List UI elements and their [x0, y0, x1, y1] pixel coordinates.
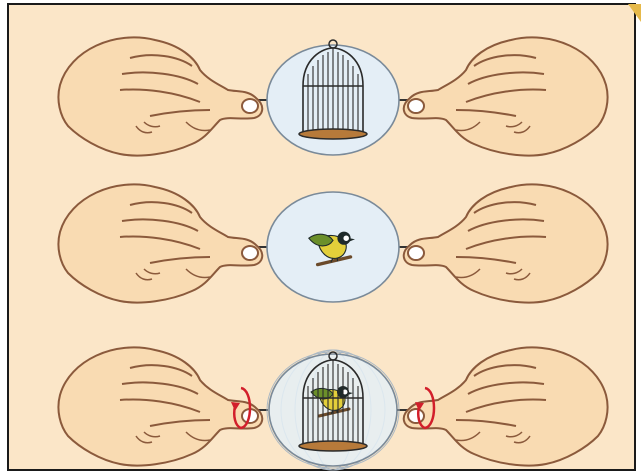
corner-accent — [628, 4, 641, 22]
row-bottom — [57, 346, 609, 471]
row-top — [57, 36, 609, 157]
row-middle — [57, 183, 609, 304]
